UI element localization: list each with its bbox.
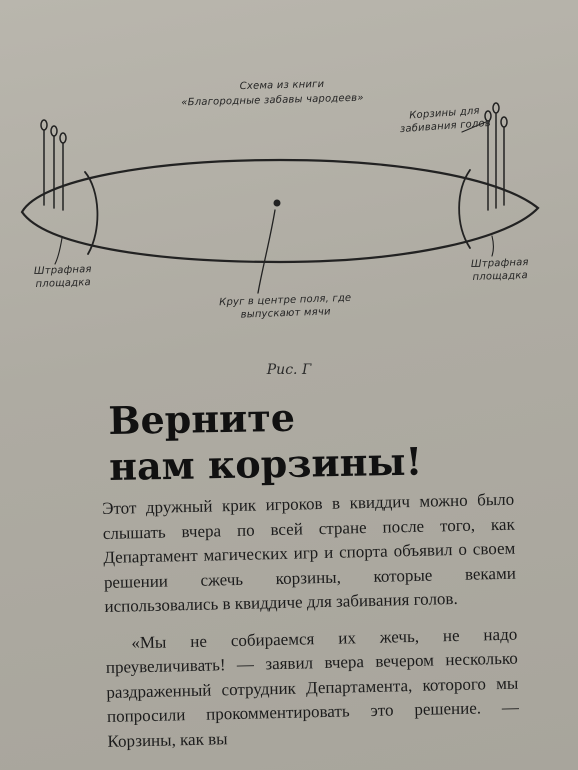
right-scoring-area-caption: Штрафная площадка — [470, 256, 529, 283]
article-headline: Верните нам корзины! — [108, 390, 570, 490]
center-circle — [273, 199, 281, 207]
right-scoring-pointer — [491, 235, 495, 257]
left-goal-hoops — [40, 119, 67, 211]
headline-line-1: Верните — [108, 394, 296, 443]
left-scoring-area-caption: Штрафная площадка — [33, 263, 92, 290]
hoops-pointer — [461, 121, 487, 133]
paragraph-2: «Мы не собираемся их жечь, не надо преув… — [105, 624, 520, 751]
left-scoring-area-line — [84, 171, 99, 255]
article-body: Этот дружный крик игроков в квиддич можн… — [102, 488, 520, 754]
left-scoring-pointer — [54, 237, 63, 265]
headline-line-2: нам корзины! — [108, 438, 423, 489]
quidditch-pitch-diagram — [20, 102, 540, 294]
paragraph-1: Этот дружный крик игроков в квиддич можн… — [102, 489, 517, 616]
right-goal-hoops — [484, 102, 508, 211]
figure-label: Рис. Г — [266, 362, 312, 378]
pitch-outline — [20, 158, 540, 264]
right-scoring-area-line — [458, 169, 471, 249]
center-pointer-line — [257, 209, 276, 294]
